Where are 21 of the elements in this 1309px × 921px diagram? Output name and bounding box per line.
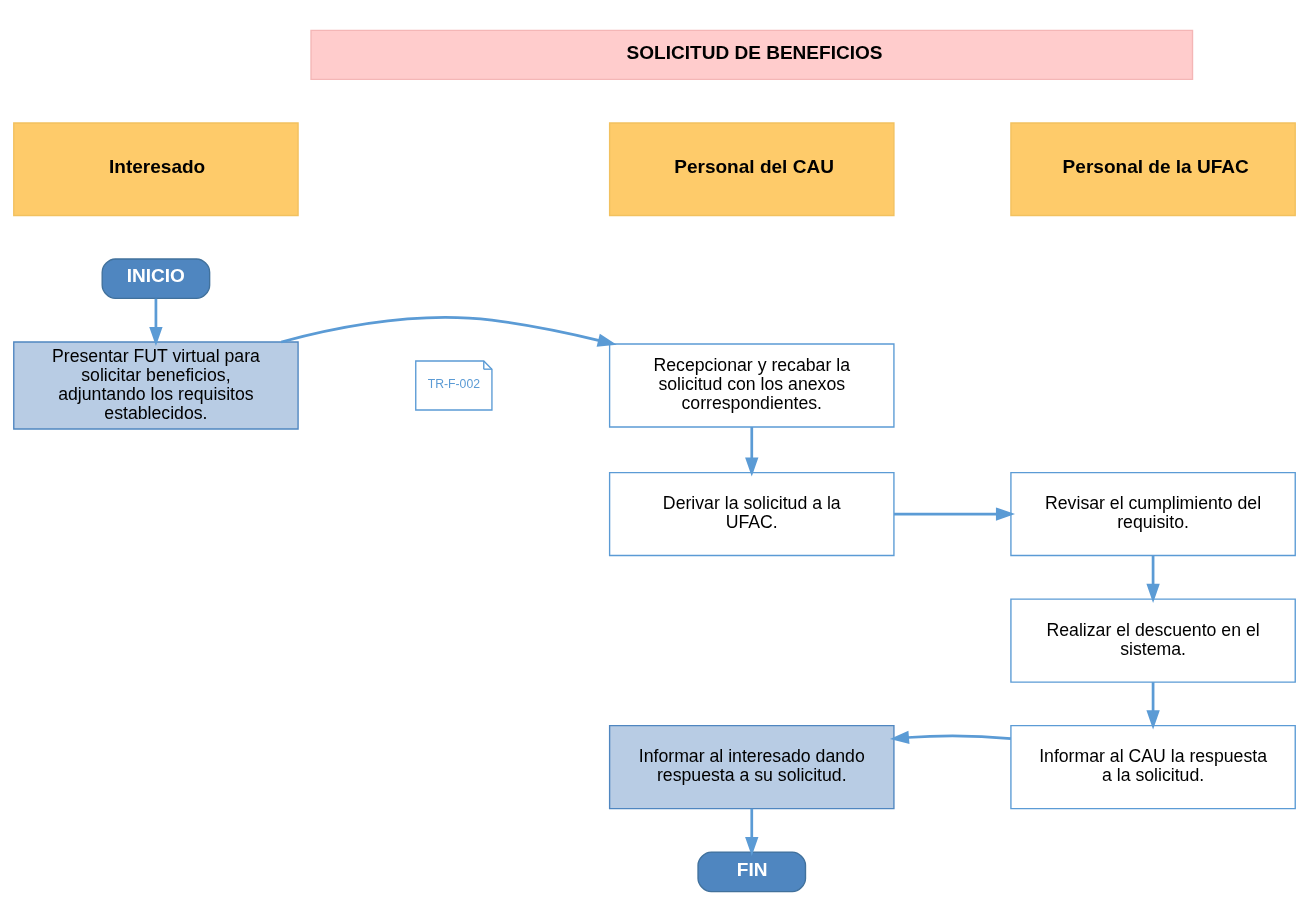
node-box: INICIO (101, 257, 211, 299)
node-box: Informar al interesado dando respuesta a su solicitud. (608, 724, 895, 809)
node-box: FIN (697, 850, 807, 892)
arrow (889, 730, 1011, 744)
arrow (894, 506, 1015, 521)
arrow (745, 808, 759, 856)
node-box: Realizar el descuento en el sistema. (1010, 597, 1296, 683)
node-box: Personal de la UFAC (1010, 121, 1296, 216)
node-box: Presentar FUT virtual para solicitar beneficios, adjuntando los requisitos establecidos. (13, 340, 299, 430)
arrow (149, 298, 163, 346)
arrow (280, 315, 617, 347)
node-box: Revisar el cumplimiento del requisito. (1010, 471, 1296, 556)
node-box: SOLICITUD DE BENEFICIOS (310, 29, 1194, 80)
arrow (1146, 681, 1160, 729)
arrow (745, 426, 759, 477)
node-box: Personal del CAU (608, 121, 895, 216)
node-box: Recepcionar y recabar la solicitud con los anexos correspondientes. (608, 342, 895, 428)
node-box: Informar al CAU la respuesta a la solicitud. (1010, 724, 1296, 809)
node-box: Derivar la solicitud a la UFAC. (608, 471, 895, 556)
node-box: Interesado (13, 121, 299, 216)
arrow (1146, 555, 1160, 603)
